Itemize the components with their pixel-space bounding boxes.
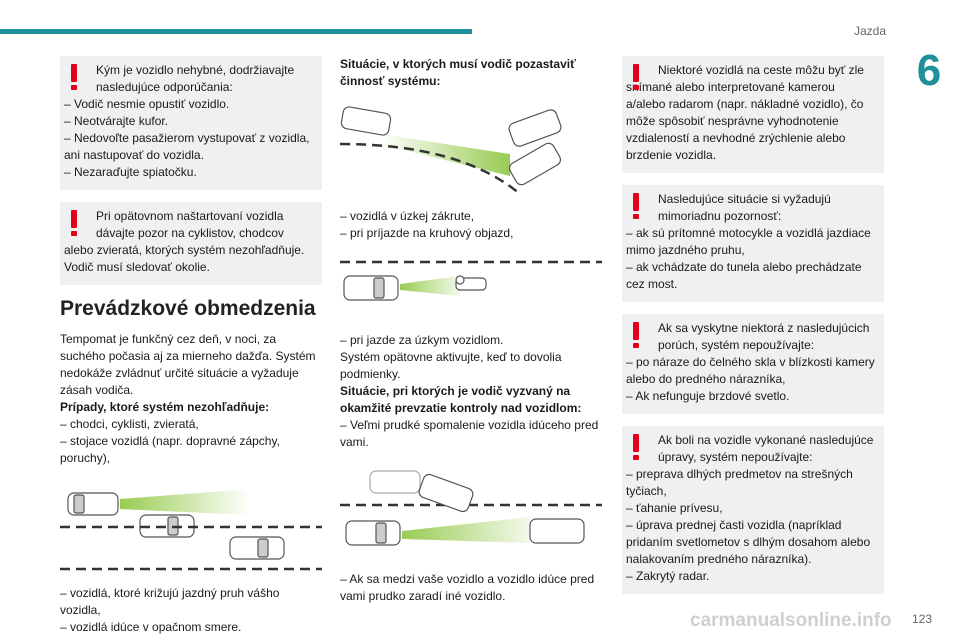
illustration-cut-in (340, 465, 602, 557)
warning-box: Nasledujúce situácie si vyžadujú mimoria… (622, 185, 884, 302)
warning-lead: Ak sa vyskytne niektorá z nasledujúcich … (658, 321, 870, 352)
warning-line: alebo zvieratá, ktorých systém nezohľadň… (64, 243, 305, 274)
list-item: – vozidlá idúce v opačnom smere. (60, 620, 242, 634)
warning-line: – po náraze do čelného skla v blízkosti … (626, 355, 875, 386)
section-title: Jazda (853, 24, 886, 38)
watermark: carmanualsonline.info (690, 610, 892, 631)
column-1: Kým je vozidlo nehybné, dodržiavajte nas… (60, 56, 322, 636)
column-2: Situácie, v ktorých musí vodič pozastavi… (340, 56, 602, 605)
warning-lead: Kým je vozidlo nehybné, dodržiavajte nas… (96, 63, 295, 94)
warning-icon (630, 64, 642, 90)
illustration-narrow-vehicle (340, 256, 602, 318)
list-item: – stojace vozidlá (napr. dopravné zápchy… (60, 434, 280, 465)
warning-icon (630, 434, 642, 460)
paragraph-title: Prípady, ktoré systém nezohľadňuje: (60, 400, 270, 414)
list-item: – Ak sa medzi vaše vozidlo a vozidlo idú… (340, 572, 595, 603)
illustration-curve (340, 104, 602, 194)
warning-icon (630, 322, 642, 348)
paragraph: Systém opätovne aktivujte, keď to dovoli… (340, 350, 562, 381)
paragraph-title: Situácie, v ktorých musí vodič pozastavi… (340, 57, 576, 88)
warning-line: – Nezaraďujte spiatočku. (64, 165, 197, 179)
list-item: – chodci, cyklisti, zvieratá, (60, 417, 199, 431)
page-number: 123 (911, 612, 932, 626)
warning-line: – Ak nefunguje brzdové svetlo. (626, 389, 790, 403)
section-heading: Prevádzkové obmedzenia (60, 297, 316, 320)
warning-line: – Vodič nesmie opustiť vozidlo. (64, 97, 230, 111)
warning-lead: Niektoré vozidlá na ceste môžu byť zle (658, 63, 864, 77)
warning-line: – preprava dlhých predmetov na strešných… (626, 467, 853, 498)
illustration-crossing-vehicles (60, 481, 322, 571)
paragraph-title: Situácie, pri ktorých je vodič vyzvaný n… (340, 384, 582, 415)
warning-box: Kým je vozidlo nehybné, dodržiavajte nas… (60, 56, 322, 190)
warning-box: Ak boli na vozidle vykonané nasledujúce … (622, 426, 884, 594)
warning-icon (68, 64, 80, 90)
list-item: – vozidlá v úzkej zákrute, (340, 209, 475, 223)
warning-lead: Ak boli na vozidle vykonané nasledujúce … (658, 433, 874, 464)
list-item: – Veľmi prudké spomalenie vozidla idúceh… (340, 418, 599, 449)
warning-line: – Neotvárajte kufor. (64, 114, 169, 128)
chapter-number: 6 (916, 46, 942, 95)
warning-icon (68, 210, 80, 236)
list-item: – pri jazde za úzkym vozidlom. (340, 333, 504, 347)
warning-line: – ťahanie prívesu, (626, 501, 723, 515)
warning-line: – Zakrytý radar. (626, 569, 710, 583)
list-item: – vozidlá, ktoré križujú jazdný pruh váš… (60, 586, 280, 617)
warning-line: – ak vchádzate do tunela alebo prechádza… (626, 260, 862, 291)
warning-line: snímané alebo interpretované kamerou a/a… (626, 80, 864, 162)
warning-line: – Nedovoľte pasažierom vystupovať z vozi… (64, 131, 310, 162)
warning-box: Niektoré vozidlá na ceste môžu byť zle s… (622, 56, 884, 173)
warning-box: Ak sa vyskytne niektorá z nasledujúcich … (622, 314, 884, 414)
warning-line: – ak sú prítomné motocykle a vozidlá jaz… (626, 226, 871, 257)
warning-line: – úprava prednej časti vozidla (napríkla… (626, 518, 871, 566)
warning-lead: Pri opätovnom naštartovaní vozidla dávaj… (96, 209, 284, 240)
warning-icon (630, 193, 642, 219)
column-3: Niektoré vozidlá na ceste môžu byť zle s… (622, 56, 884, 606)
top-accent-bar (0, 29, 472, 34)
list-item: – pri príjazde na kruhový objazd, (340, 226, 514, 240)
warning-lead: Nasledujúce situácie si vyžadujú mimoria… (658, 192, 831, 223)
paragraph: Tempomat je funkčný cez deň, v noci, za … (60, 332, 316, 397)
warning-box: Pri opätovnom naštartovaní vozidla dávaj… (60, 202, 322, 285)
